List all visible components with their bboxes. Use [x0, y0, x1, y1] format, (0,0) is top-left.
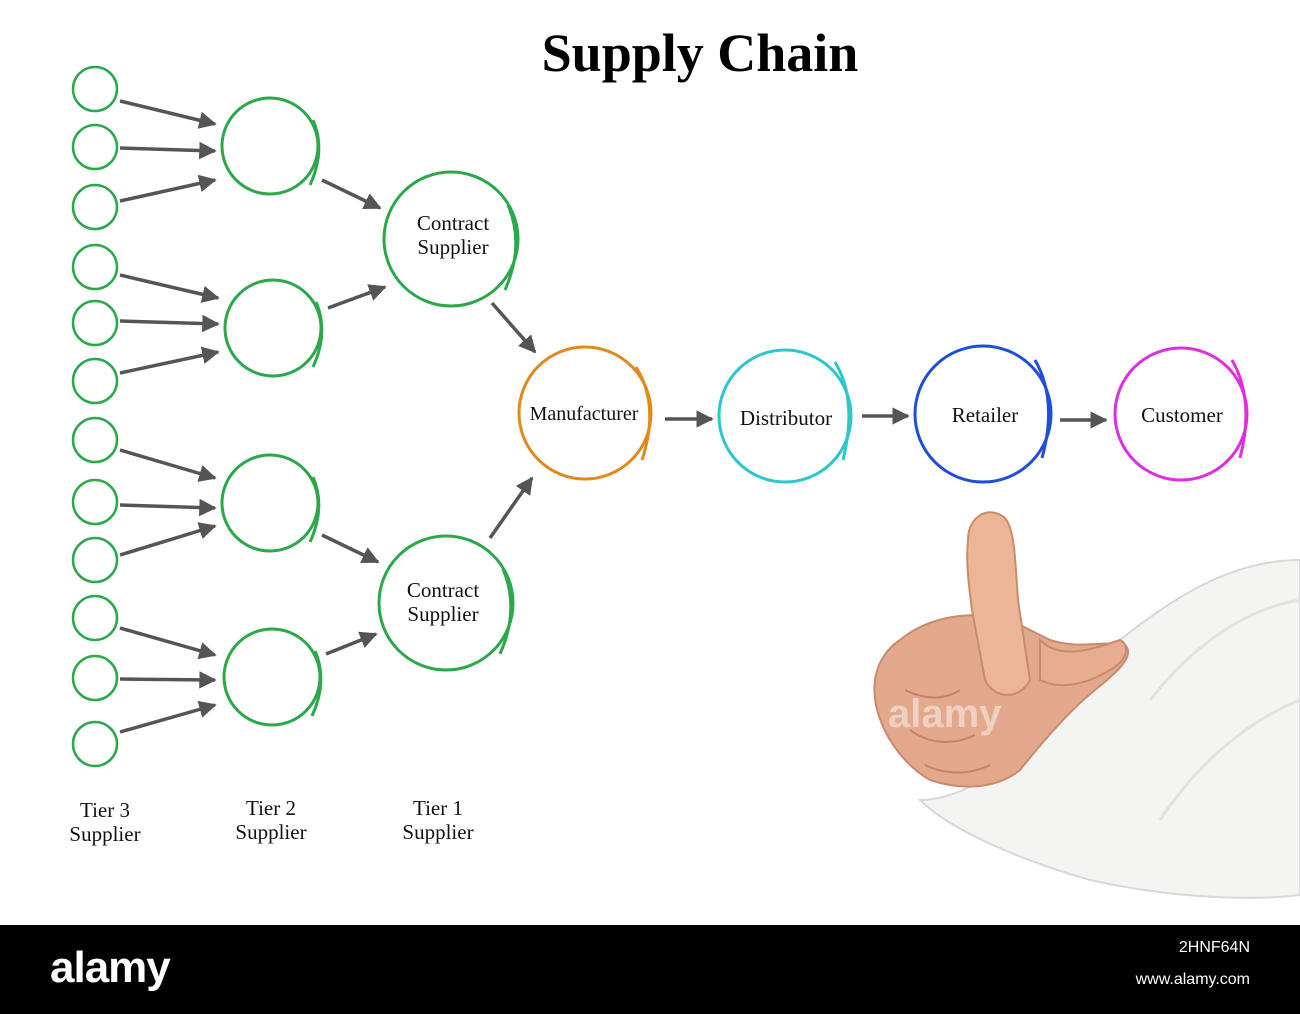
tier1-label-line1: Tier 1 [413, 796, 463, 820]
contract-supplier-top-line1: Contract [417, 211, 489, 235]
distributor-circle [717, 348, 853, 484]
arrow [119, 273, 220, 303]
footer-url: www.alamy.com [1135, 971, 1250, 988]
distributor-label: Distributor [740, 406, 832, 430]
contract-supplier-top-circle [382, 170, 520, 308]
footer-bar: alamy 2HNF64N www.alamy.com [0, 925, 1300, 1014]
diagram-title: Supply Chain [541, 23, 859, 83]
arrow [119, 99, 217, 129]
arrow [119, 498, 217, 517]
tier2-node [220, 96, 320, 196]
tier3-node [71, 299, 119, 347]
contract-supplier-bottom-line1: Contract [407, 578, 479, 602]
tier3-node [71, 183, 119, 231]
tier2-node [222, 627, 322, 727]
tier2-label-line2: Supplier [235, 820, 307, 844]
arrow [321, 533, 380, 564]
arrow [119, 141, 217, 160]
arrow [119, 700, 217, 734]
arrow [321, 178, 382, 210]
arrow [490, 301, 537, 354]
contract-supplier-bottom-line2: Supplier [407, 602, 478, 626]
tier3-node [71, 123, 119, 171]
tier2-tails [308, 119, 324, 717]
chain-circles [517, 344, 1249, 484]
tier3-node [71, 594, 119, 642]
arrow [119, 174, 217, 203]
arrow [488, 476, 534, 540]
tier3-label-line1: Tier 3 [80, 798, 130, 822]
tier2-circles [220, 96, 323, 727]
tier3-node [71, 65, 119, 113]
tier3-node [71, 478, 119, 526]
arrow [119, 626, 217, 660]
tier2-node [220, 453, 320, 553]
tier3-label-line2: Supplier [69, 822, 141, 846]
contract-supplier-top-line2: Supplier [417, 235, 488, 259]
pointing-hand-image [873, 511, 1300, 899]
tier3-circles [71, 65, 119, 768]
arrow [119, 522, 217, 557]
arrow [119, 346, 220, 375]
manufacturer-label: Manufacturer [530, 403, 639, 425]
arrow [119, 448, 217, 482]
customer-label: Customer [1141, 403, 1223, 427]
contract-supplier-bottom-circle [377, 534, 515, 672]
footer-logo: alamy [50, 943, 171, 992]
tier3-node [71, 357, 119, 405]
tier3-node [71, 243, 119, 291]
tier2-label: Tier 2 Supplier [206, 796, 336, 844]
arrow [119, 671, 217, 689]
arrow [327, 284, 387, 310]
supply-chain-diagram: Supply Chain [40, 23, 1300, 899]
tier3-node [71, 720, 119, 768]
diagram-canvas: Contract Supplier Contract Supplier Manu… [71, 65, 1249, 768]
tier1-circles [377, 170, 520, 672]
arrow [119, 314, 220, 333]
footer-image-id: 2HNF64N [1178, 939, 1250, 956]
arrow [325, 631, 378, 656]
retailer-circle [913, 344, 1053, 484]
tier2-node [223, 278, 323, 378]
tier3-node [71, 416, 119, 464]
tier3-label: Tier 3 Supplier [40, 798, 170, 846]
tier1-label: Tier 1 Supplier [373, 796, 503, 844]
tier1-label-line2: Supplier [402, 820, 474, 844]
tier2-label-line1: Tier 2 [246, 796, 296, 820]
tier3-node [71, 654, 119, 702]
flow-arrows [119, 99, 1108, 734]
watermark-text: alamy [888, 692, 1002, 736]
retailer-label: Retailer [952, 403, 1018, 427]
tier3-node [71, 536, 119, 584]
